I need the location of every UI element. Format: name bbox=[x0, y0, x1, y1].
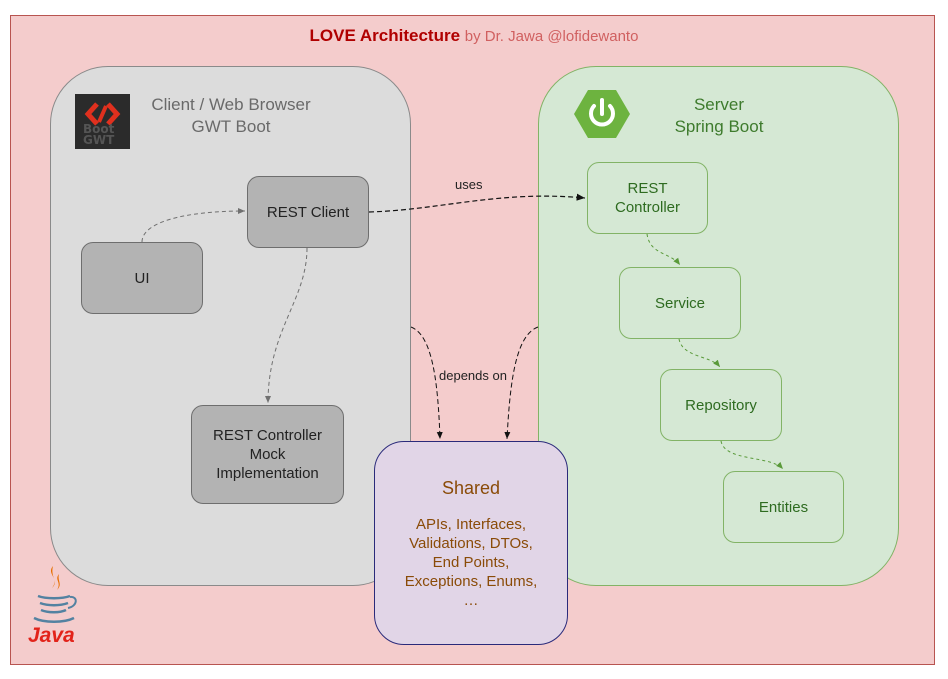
shared-node: Shared APIs, Interfaces, Validations, DT… bbox=[374, 441, 568, 645]
rest-controller-label-line1: REST bbox=[627, 180, 668, 197]
depends-on-label: depends on bbox=[439, 368, 507, 383]
shared-description: APIs, Interfaces, Validations, DTOs, End… bbox=[375, 515, 567, 610]
arrow-server-depends-on-shared bbox=[504, 326, 539, 440]
arrow-client-depends-on-shared bbox=[410, 326, 443, 440]
title-main: LOVE Architecture bbox=[309, 26, 461, 45]
gwt-logo-text-boot: Boot bbox=[83, 122, 115, 136]
entities-label: Entities bbox=[758, 498, 809, 516]
server-title-line2: Spring Boot bbox=[674, 117, 764, 136]
gwt-boot-logo-icon: Boot GWT bbox=[75, 94, 130, 149]
server-title-line1: Server bbox=[693, 95, 745, 114]
uses-label: uses bbox=[455, 177, 483, 192]
arrow-rest-controller-to-service bbox=[646, 233, 681, 266]
entities-node: Entities bbox=[723, 471, 844, 543]
rest-controller-label-line2: Controller bbox=[614, 199, 681, 216]
shared-desc-line5: … bbox=[463, 592, 479, 609]
rest-controller-node: REST Controller bbox=[587, 162, 708, 234]
service-label: Service bbox=[654, 294, 706, 312]
mock-label-line1: REST Controller bbox=[213, 427, 322, 444]
ui-node: UI bbox=[81, 242, 203, 314]
mock-label-line3: Implementation bbox=[216, 465, 319, 482]
repository-label: Repository bbox=[685, 396, 757, 414]
shared-desc-line4: Exceptions, Enums, bbox=[404, 573, 538, 590]
client-title-line1: Client / Web Browser bbox=[151, 95, 311, 114]
arrow-repository-to-entities bbox=[720, 440, 784, 470]
title-byline: by Dr. Jawa @lofidewanto bbox=[464, 28, 639, 45]
rest-client-label: REST Client bbox=[266, 203, 350, 221]
diagram-title: LOVE Architecture by Dr. Jawa @lofidewan… bbox=[0, 26, 948, 46]
spring-boot-logo-icon bbox=[574, 88, 630, 145]
shared-desc-line2: Validations, DTOs, bbox=[409, 535, 533, 552]
arrow-ui-to-rest-client bbox=[141, 208, 246, 243]
arrow-rest-client-uses-rest-controller bbox=[368, 193, 586, 213]
java-logo-text: Java bbox=[28, 624, 75, 647]
repository-node: Repository bbox=[660, 369, 782, 441]
server-title: Server Spring Boot bbox=[640, 94, 798, 138]
shared-desc-line1: APIs, Interfaces, bbox=[415, 516, 527, 533]
shared-title: Shared bbox=[441, 478, 501, 498]
rest-controller-mock-node: REST Controller Mock Implementation bbox=[191, 405, 344, 504]
client-title-line2: GWT Boot bbox=[191, 117, 271, 136]
mock-label-line2: Mock bbox=[249, 446, 286, 463]
service-node: Service bbox=[619, 267, 741, 339]
java-logo-icon: Java bbox=[26, 560, 80, 654]
arrow-service-to-repository bbox=[678, 338, 721, 368]
arrow-rest-client-to-mock bbox=[265, 247, 308, 404]
client-title: Client / Web Browser GWT Boot bbox=[140, 94, 322, 138]
gwt-logo-text-gwt: GWT bbox=[83, 133, 115, 147]
shared-desc-line3: End Points, bbox=[432, 554, 510, 571]
rest-client-node: REST Client bbox=[247, 176, 369, 248]
ui-label: UI bbox=[134, 269, 150, 287]
